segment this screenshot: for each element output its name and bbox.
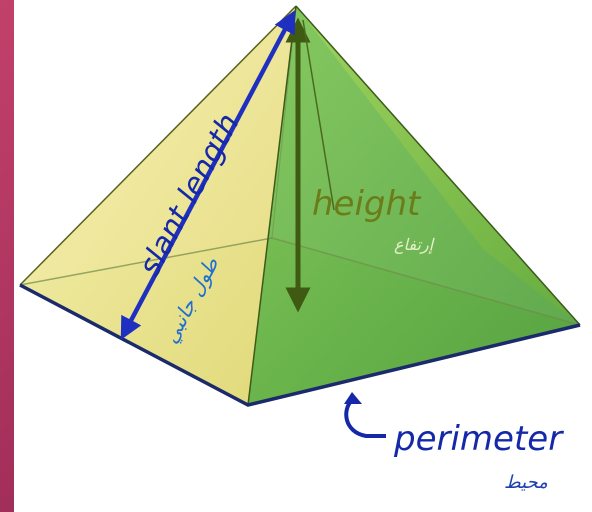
- edge: [295, 5, 581, 326]
- perimeter-edge: [19, 283, 581, 407]
- pyramid-front-face: [248, 6, 580, 405]
- height-label: height: [312, 184, 422, 224]
- perimeter-pointer-arrowhead: [344, 392, 362, 404]
- diagram-canvas: slant length طول جانبي height إرتفاع per…: [14, 0, 592, 512]
- perimeter-label: perimeter: [393, 419, 564, 459]
- slant-helper-line: [302, 19, 335, 211]
- slant-length-arrow: [120, 10, 296, 340]
- hidden-edge: [271, 237, 581, 326]
- perimeter-pointer-arrow: [344, 398, 386, 438]
- perimeter-arabic-label: محيط: [504, 472, 548, 493]
- pyramid-diagram: slant length طول جانبي height إرتفاع per…: [19, 5, 581, 493]
- height-arabic-label: إرتفاع: [394, 235, 435, 254]
